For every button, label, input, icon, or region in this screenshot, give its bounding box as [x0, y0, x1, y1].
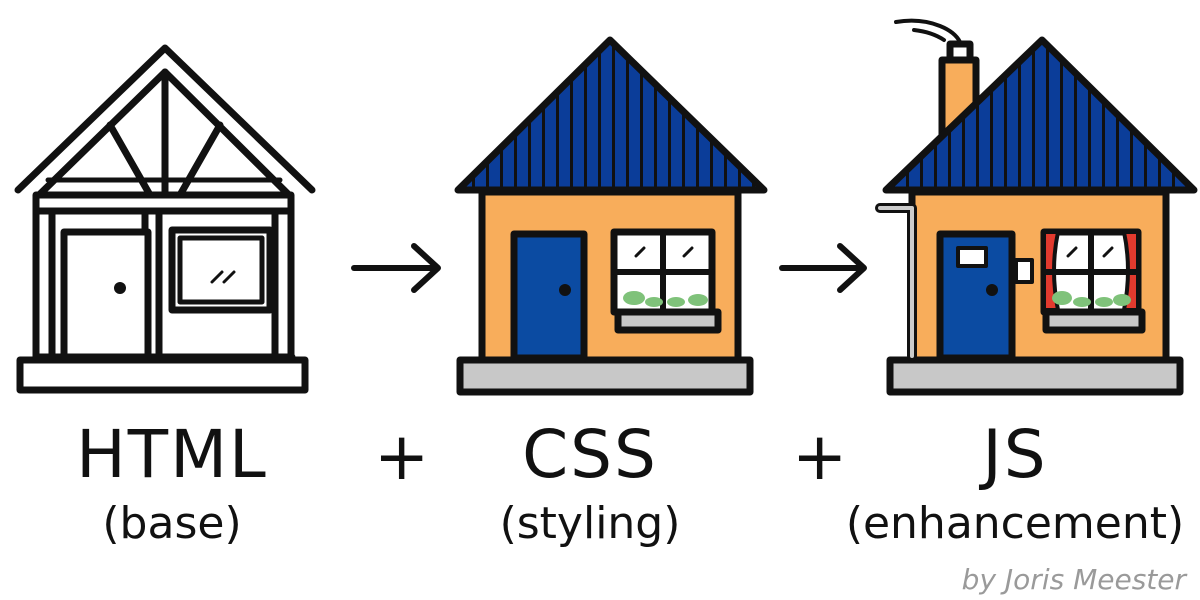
door-knob — [559, 284, 571, 296]
foundation — [16, 356, 309, 394]
door-knob — [986, 284, 998, 296]
stage-label: HTML — [76, 416, 268, 493]
plus-operator: + — [792, 418, 848, 495]
author-credit: by Joris Meester — [961, 563, 1186, 596]
stage-sublabel: (enhancement) — [845, 498, 1185, 549]
planter — [1042, 308, 1146, 334]
foundation — [456, 356, 754, 396]
css-house — [454, 36, 768, 396]
stage-caption-html: HTML (base) — [52, 422, 292, 546]
stage-label: CSS — [522, 416, 658, 493]
plus-operator: + — [374, 418, 430, 495]
stage-caption-css: CSS (styling) — [470, 422, 710, 546]
foundation — [886, 356, 1184, 396]
door — [936, 230, 1016, 362]
roof — [882, 36, 1198, 194]
door — [510, 230, 588, 362]
doorbell — [1014, 258, 1034, 284]
roof — [454, 36, 768, 194]
gutter — [875, 203, 917, 361]
arrow-icon — [779, 243, 867, 293]
smoke — [894, 18, 962, 44]
plants — [623, 291, 708, 307]
plants — [1052, 291, 1131, 307]
html-house — [14, 44, 316, 394]
stage-caption-js: JS (enhancement) — [840, 422, 1190, 546]
stage-sublabel: (base) — [102, 498, 242, 549]
stage-sublabel: (styling) — [499, 498, 681, 549]
door-knob — [114, 282, 126, 294]
js-house — [875, 18, 1198, 396]
stage-label: JS — [982, 416, 1048, 493]
door — [60, 228, 152, 361]
planter — [614, 308, 722, 334]
arrow-icon — [351, 243, 441, 293]
